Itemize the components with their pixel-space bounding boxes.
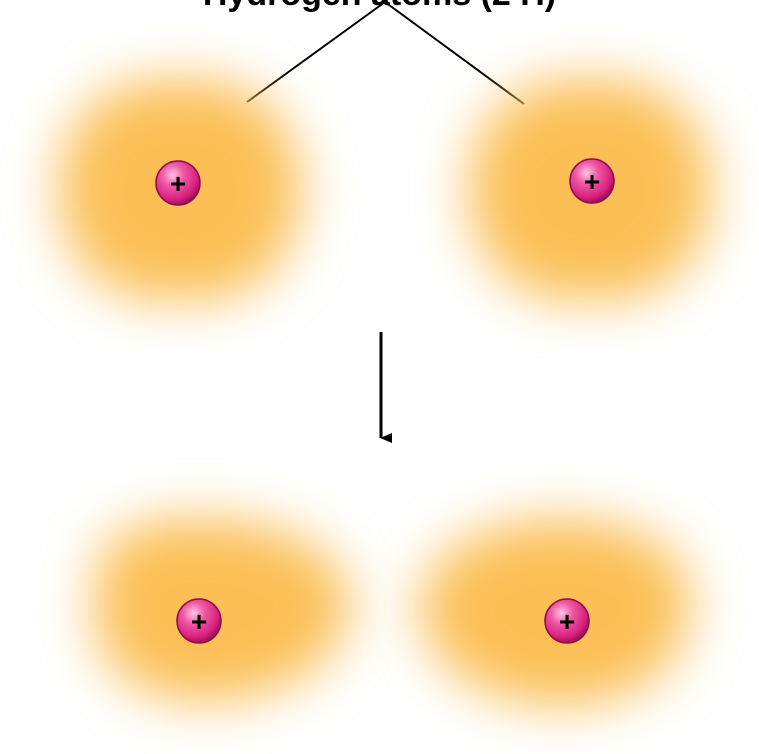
connector-line-right [384, 1, 525, 105]
charge-symbol: + [584, 166, 600, 197]
electron-cloud-bottom-left [95, 518, 350, 702]
charge-symbol: + [191, 606, 207, 637]
charge-symbol: + [170, 168, 186, 199]
nucleus-top-left: + [155, 160, 201, 206]
nucleus-bottom-left: + [176, 598, 222, 644]
nucleus-top-right: + [569, 158, 615, 204]
nucleus-bottom-right: + [544, 598, 590, 644]
charge-symbol: + [559, 606, 575, 637]
connector-line-left [246, 1, 386, 103]
